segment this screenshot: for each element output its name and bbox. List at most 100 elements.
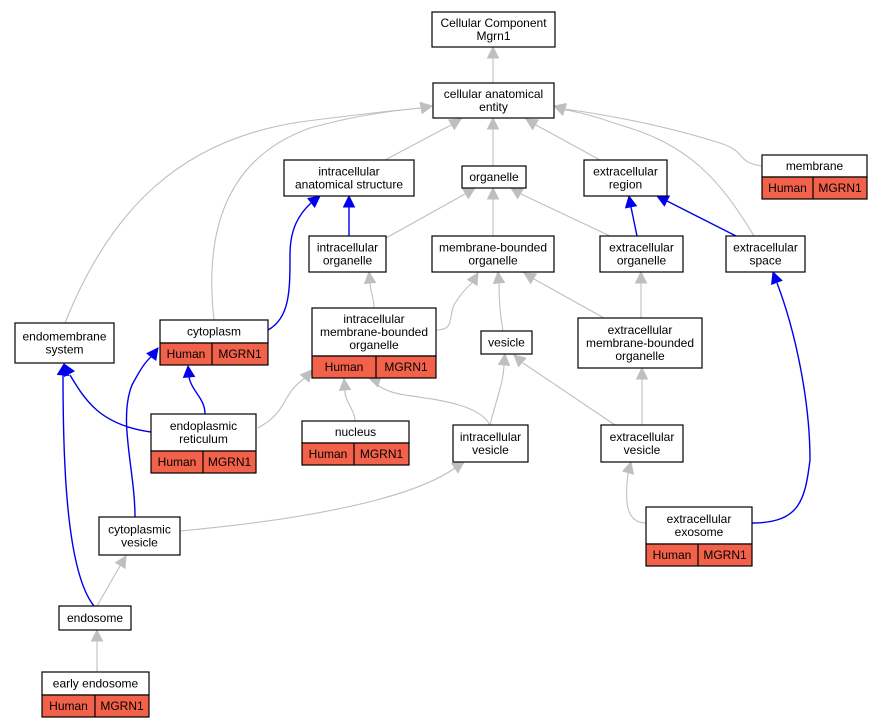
edge-organelle-to-cellular-anatomical-entity — [486, 116, 500, 166]
annotation-bar — [761, 176, 868, 200]
node-label: cytoplasm — [187, 325, 241, 339]
node-label: organelle — [615, 349, 665, 363]
node-label: intracellular — [460, 430, 521, 444]
edge-intracellular-vesicle-to-intracellular-membrane-bounded-organelle — [367, 375, 491, 426]
node-endosome[interactable]: endosome — [58, 605, 132, 631]
node-label: cytoplasmic — [108, 523, 171, 537]
node-label: endosome — [67, 611, 123, 625]
edge-extracellular-region-to-cellular-anatomical-entity — [525, 118, 601, 161]
node-label: endomembrane — [22, 330, 106, 344]
arrowhead — [486, 45, 500, 59]
node-label: intracellular — [317, 241, 378, 255]
annotation-gene: MGRN1 — [384, 360, 428, 374]
annotation-gene: MGRN1 — [703, 548, 747, 562]
edge-endosome-to-endomembrane-system — [56, 362, 95, 607]
node-label: extracellular — [608, 323, 673, 337]
node-box — [600, 424, 684, 463]
edge-extracellular-exosome-to-extracellular-vesicle — [621, 460, 647, 524]
node-label: nucleus — [335, 425, 376, 439]
arrowhead — [635, 366, 649, 380]
edge-extracellular-vesicle-to-vesicle — [513, 354, 616, 426]
annotation-species: Human — [653, 548, 692, 562]
node-box — [431, 11, 556, 48]
edge-endosome-to-cytoplasmic-vesicle — [96, 555, 127, 607]
annotation-species: Human — [49, 699, 88, 713]
edge-cellular-anatomical-entity-to-root — [486, 45, 500, 83]
node-box — [583, 159, 668, 197]
node-box — [150, 413, 257, 452]
node-label: vesicle — [472, 443, 509, 457]
node-label: anatomical structure — [295, 178, 403, 192]
arrowhead — [338, 377, 352, 392]
arrowhead — [510, 187, 525, 200]
arrowhead — [486, 186, 500, 200]
node-box — [432, 82, 555, 119]
arrowhead — [182, 364, 196, 379]
node-label: extracellular — [610, 430, 675, 444]
arrowhead — [525, 118, 540, 131]
arrowhead — [419, 101, 434, 115]
edge-extracellular-exosome-to-extracellular-space — [751, 270, 811, 524]
arrowhead — [447, 118, 462, 131]
node-label: extracellular — [609, 241, 674, 255]
edge-endoplasmic-reticulum-to-cytoplasm — [182, 364, 206, 415]
arrowhead — [497, 352, 511, 367]
node-box — [452, 424, 529, 463]
node-label: extracellular — [733, 241, 798, 255]
annotation-gene: MGRN1 — [218, 347, 262, 361]
arrowhead — [486, 116, 500, 130]
node-label: reticulum — [179, 432, 228, 446]
arrowhead — [624, 194, 638, 209]
edge-intracellular-membrane-bounded-organelle-to-membrane-bounded-organelle — [435, 272, 479, 331]
annotation-species: Human — [167, 347, 206, 361]
node-box — [308, 235, 387, 273]
node-box — [14, 322, 115, 364]
edge-intracellular-anatomical-structure-to-cellular-anatomical-entity — [384, 118, 462, 161]
edge-extracellular-space-to-cellular-anatomical-entity — [552, 104, 755, 237]
node-box — [431, 235, 555, 273]
node-label: vesicle — [121, 536, 158, 550]
edge-membrane-to-cellular-anatomical-entity — [552, 102, 763, 167]
arrowhead — [299, 369, 313, 383]
edge-extracellular-space-to-extracellular-region — [655, 195, 737, 237]
node-label: space — [749, 254, 781, 268]
edges-layer — [56, 45, 811, 672]
arrowhead — [450, 461, 465, 474]
node-label: cellular anatomical — [444, 87, 543, 101]
node-vesicle[interactable]: vesicle — [480, 330, 533, 355]
node-box — [311, 307, 437, 357]
arrowhead — [634, 270, 648, 284]
edge-intracellular-membrane-bounded-organelle-to-intracellular-organelle — [363, 270, 377, 309]
node-intracellular-membrane-bounded-organelle[interactable]: intracellularmembrane-boundedorganelleHu… — [311, 307, 437, 379]
node-label: organelle — [469, 170, 519, 184]
arrowhead — [114, 555, 127, 570]
node-label: vesicle — [624, 443, 661, 457]
edge-cytoplasm-to-intracellular-anatomical-structure — [267, 195, 321, 331]
annotation-species: Human — [768, 181, 807, 195]
node-organelle[interactable]: organelle — [461, 165, 527, 189]
arrowhead — [56, 362, 70, 377]
node-label: membrane-bounded — [439, 241, 547, 255]
edge-endoplasmic-reticulum-to-intracellular-membrane-bounded-organelle — [257, 369, 313, 429]
arrowhead — [307, 195, 321, 209]
arrowhead — [552, 104, 567, 116]
